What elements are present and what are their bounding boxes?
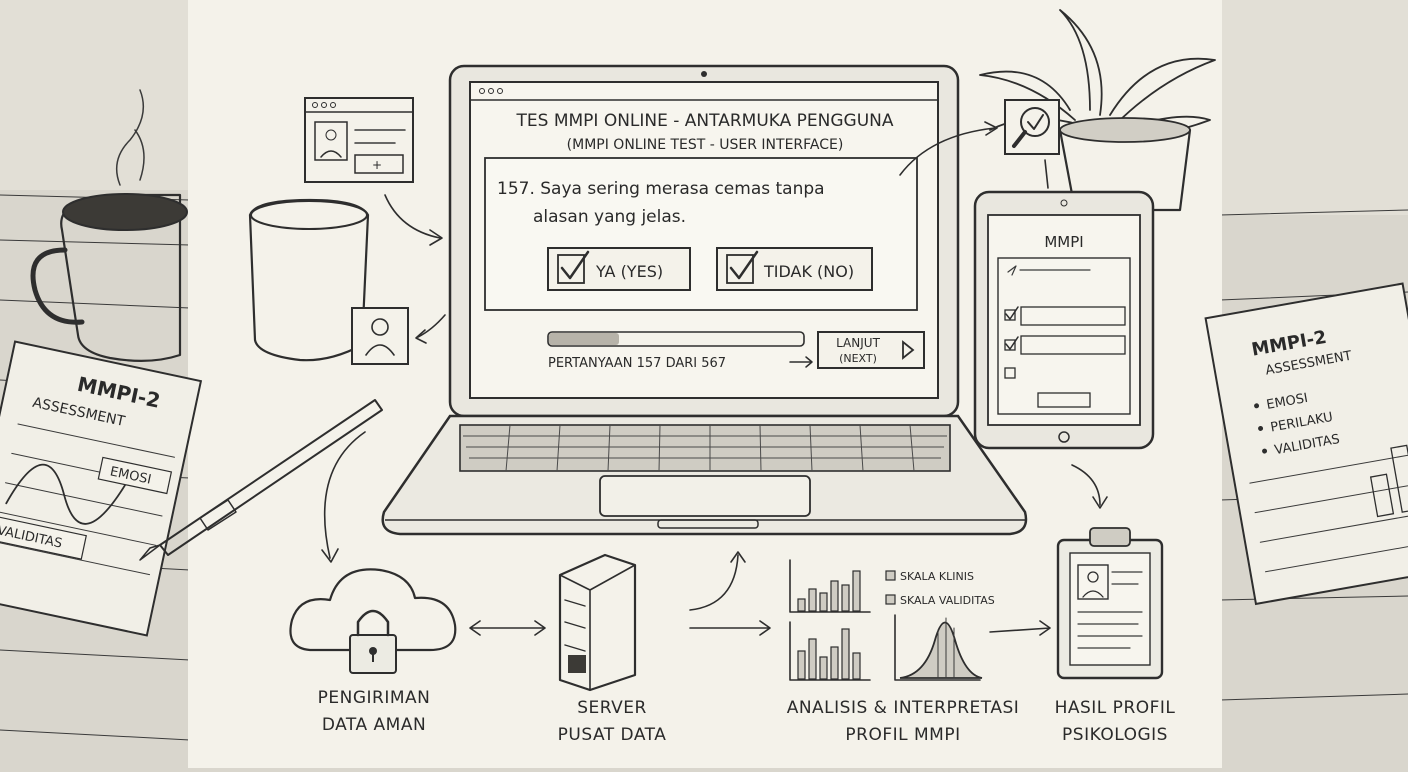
yes-button[interactable]: YA (YES) [547, 247, 691, 291]
play-arrow-icon [902, 340, 915, 360]
mini-bar [841, 628, 850, 680]
mini-bar [841, 584, 850, 612]
pen-icon [139, 399, 383, 561]
checkbox-checked-icon [557, 254, 585, 284]
mini-bar [808, 588, 817, 612]
laptop: TES MMPI ONLINE - ANTARMUKA PENGGUNA (MM… [381, 64, 1028, 536]
cloud-label-line1: PENGIRIMAN [318, 688, 431, 708]
checkbox-checked-icon [726, 254, 754, 284]
analysis-label-line1: ANALISIS & INTERPRETASI [787, 698, 1020, 718]
user-profile-icon [351, 307, 409, 365]
tablet-title: MMPI [1044, 233, 1083, 251]
clipboard-icon [1056, 527, 1164, 680]
legend-clinical: SKALA KLINIS [900, 570, 974, 583]
test-subtitle: (MMPI ONLINE TEST - USER INTERFACE) [567, 137, 844, 153]
search-check-icon [1004, 99, 1060, 155]
next-button[interactable]: LANJUT (NEXT) [817, 331, 925, 369]
result-label-line1: HASIL PROFIL [1055, 698, 1176, 718]
mini-bar [819, 592, 828, 612]
svg-text:+: + [372, 158, 382, 172]
right-doc-item-emosi: EMOSI [1265, 391, 1309, 413]
no-button[interactable]: TIDAK (NO) [716, 247, 873, 291]
legend-validity: SKALA VALIDITAS [900, 594, 995, 607]
arrow-cloud-server [469, 620, 546, 636]
next-button-label-line1: LANJUT [836, 336, 880, 350]
progress-text: PERTANYAAN 157 DARI 567 [548, 356, 726, 371]
mini-bar [830, 646, 839, 680]
mini-bar [852, 570, 861, 612]
mini-bar [819, 656, 828, 680]
server-icon [558, 553, 637, 692]
mini-bar [797, 598, 806, 612]
cloud-label-line2: DATA AMAN [322, 715, 426, 735]
tablet: MMPI [973, 190, 1155, 450]
arrow-browser-to-laptop [384, 194, 441, 239]
coffee-mug-icon [30, 89, 188, 362]
mini-bar [852, 652, 861, 680]
mini-bar [797, 650, 806, 680]
question-text-line2: alasan yang jelas. [533, 207, 686, 227]
no-button-label: TIDAK (NO) [763, 262, 854, 281]
right-assessment-doc: MMPI-2 ASSESSMENT EMOSI PERILAKU VALIDIT… [1204, 282, 1408, 606]
progress-bar [547, 331, 805, 347]
question-text-line1: 157. Saya sering merasa cemas tanpa [497, 179, 825, 199]
bell-curve-icon [894, 614, 983, 681]
bar-chart-icon [789, 559, 871, 681]
mini-bar [830, 580, 839, 612]
analysis-label-line2: PROFIL MMPI [845, 725, 960, 745]
arrow-server-analysis [689, 620, 771, 636]
yes-button-label: YA (YES) [595, 262, 663, 281]
cloud-lock-icon [289, 568, 457, 674]
arrow-analysis-result [989, 620, 1051, 636]
mini-bar [808, 638, 817, 680]
arrow-laptop-to-cloud [323, 431, 366, 559]
server-label-line2: PUSAT DATA [558, 725, 667, 745]
mug-small-icon [248, 198, 370, 362]
browser-window-icon: + [304, 97, 414, 183]
left-assessment-doc: MMPI-2 ASSESSMENT EMOSI VALIDITAS [0, 340, 203, 637]
next-button-label-line2: (NEXT) [839, 352, 877, 365]
test-title: TES MMPI ONLINE - ANTARMUKA PENGGUNA [516, 111, 894, 131]
server-label-line1: SERVER [577, 698, 647, 718]
result-label-line2: PSIKOLOGIS [1062, 725, 1168, 745]
